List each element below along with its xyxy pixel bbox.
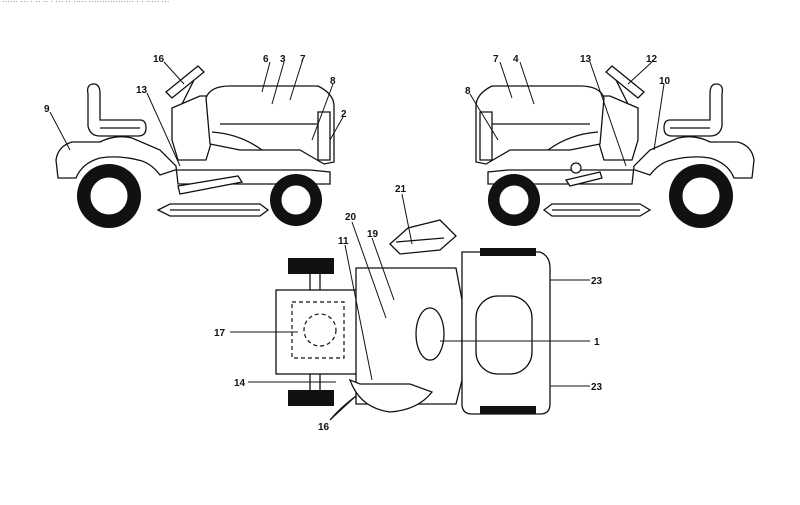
callout-right-13: 13: [580, 54, 592, 65]
callout-left-9: 9: [44, 104, 50, 115]
callout-top-16: 16: [318, 422, 330, 433]
callout-top-23b: 23: [591, 382, 603, 393]
callout-left-2: 2: [341, 109, 347, 120]
callout-top-23a: 23: [591, 276, 603, 287]
callout-top-11: 11: [338, 236, 349, 247]
callout-left-7: 7: [300, 54, 306, 65]
callout-left-6: 6: [263, 54, 269, 65]
callout-left-8: 8: [330, 76, 336, 87]
callout-left-13: 13: [136, 85, 148, 96]
callout-right-4: 4: [513, 54, 519, 65]
callout-right-8: 8: [465, 86, 471, 97]
callout-top-1: 1: [594, 337, 600, 348]
tractor-top-view: 21 20 19 11 23 17 1 14 23 16: [214, 184, 603, 433]
callout-top-14: 14: [234, 378, 246, 389]
callout-left-3: 3: [280, 54, 286, 65]
callout-top-19: 19: [367, 229, 379, 240]
callout-right-7: 7: [493, 54, 499, 65]
tractor-right-side-view: 7 4 13 12 8 10: [465, 54, 755, 228]
callout-top-21: 21: [395, 184, 407, 195]
callout-right-12: 12: [646, 54, 658, 65]
callout-top-20: 20: [345, 212, 357, 223]
callout-top-17: 17: [214, 328, 226, 339]
callout-left-16: 16: [153, 54, 165, 65]
callout-right-10: 10: [659, 76, 671, 87]
tractor-left-side-view: 16 6 3 7 8 13 9 2: [44, 54, 347, 228]
header-text: ······ ··· · ·· ·· · ··· ·· ····· ······…: [2, 0, 169, 6]
